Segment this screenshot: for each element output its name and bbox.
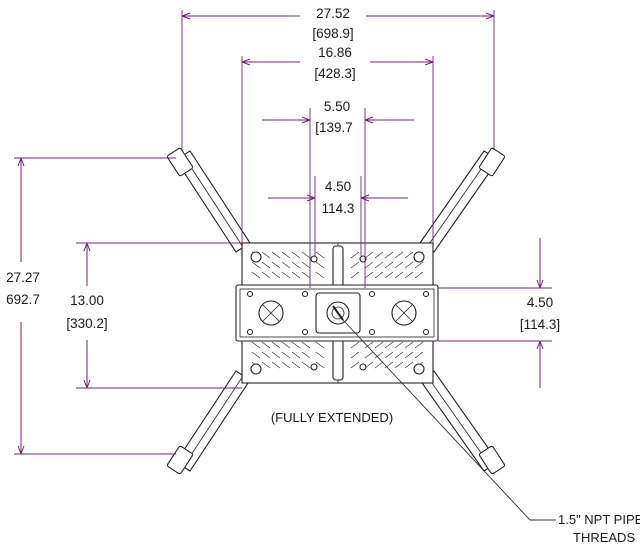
pipe-leader-line (342, 319, 556, 521)
pipe-threads-label-line1: 1.5" NPT PIPE (558, 512, 640, 527)
dim-overall-height (14, 157, 176, 455)
dim-inner-width (241, 56, 434, 243)
bolt-bottom-right (413, 363, 425, 375)
bolt-bottom-left (250, 363, 262, 375)
pattern-width-mm: [139.7 (315, 120, 353, 135)
pattern-width-inches: 5.50 (324, 99, 350, 114)
arm-bottom-right (419, 370, 506, 475)
dim-plate-height (76, 242, 242, 389)
bolt-inner-3 (310, 363, 318, 371)
pipe-threads-label-line2: THREADS (573, 530, 635, 545)
arm-bottom-left (166, 370, 251, 475)
arm-top-left (166, 147, 251, 253)
bolt-inner-4 (359, 363, 367, 371)
overall-height-mm: 692.7 (6, 292, 40, 307)
dim-bracket-height (438, 238, 552, 388)
overall-width-inches: 27.52 (316, 6, 350, 21)
plate-height-mm: [330.2] (66, 316, 107, 331)
bolt-top-left (250, 251, 262, 263)
arm-top-right (419, 147, 506, 253)
dim-hole-spacing (268, 176, 408, 256)
bolt-top-right (413, 251, 425, 263)
mount-assembly (166, 147, 506, 475)
bracket-height-inches: 4.50 (527, 295, 553, 310)
hole-spacing-mm: 114.3 (322, 201, 355, 216)
overall-width-mm: [698.9] (312, 26, 353, 41)
hole-spacing-inches: 4.50 (325, 179, 351, 194)
plate-height-inches: 13.00 (70, 293, 104, 308)
inner-width-inches: 16.86 (318, 45, 352, 60)
fully-extended-label: (FULLY EXTENDED) (271, 410, 393, 425)
dim-overall-width (181, 10, 495, 150)
bolt-inner-2 (359, 255, 367, 263)
cross-bracket (235, 284, 439, 342)
inner-width-mm: [428.3] (314, 66, 355, 81)
bracket-height-mm: [114.3] (520, 317, 560, 332)
overall-height-inches: 27.27 (6, 270, 40, 285)
bolt-inner-1 (310, 255, 318, 263)
